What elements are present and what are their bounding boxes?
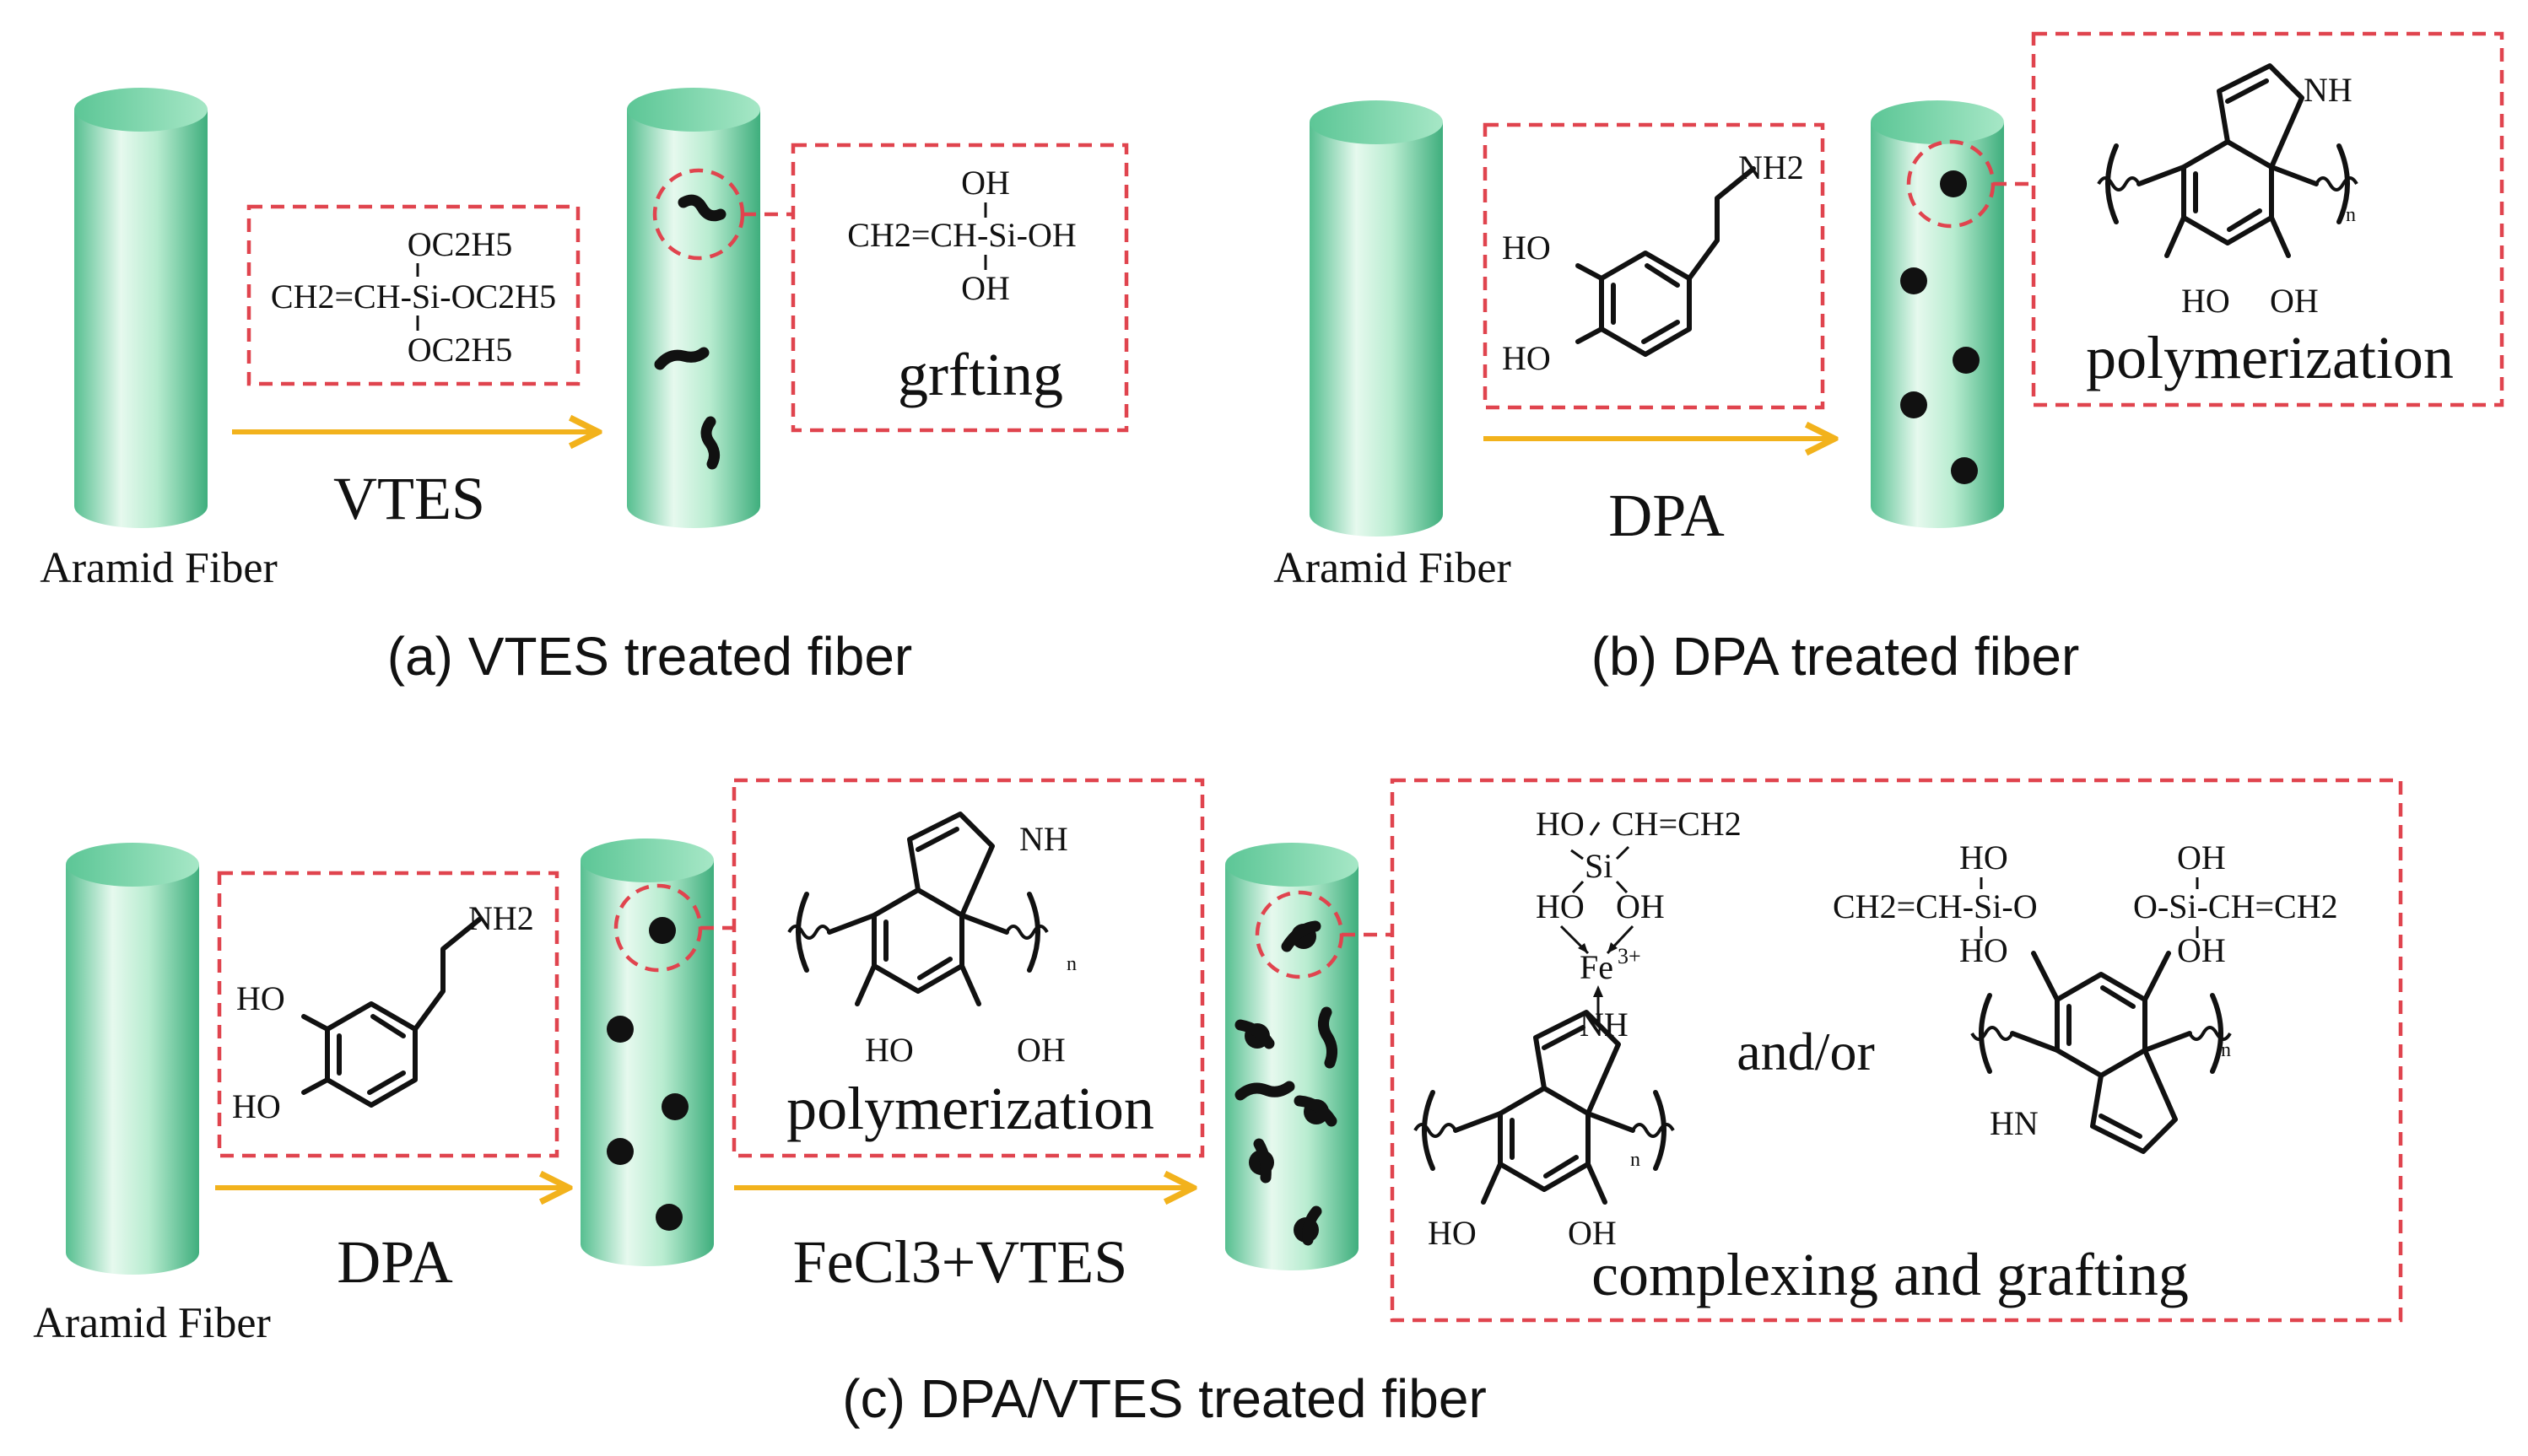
hydroxyl-label: OH	[1616, 887, 1665, 925]
panel-c: Aramid Fiber NH2 HO HO DPA NH n	[33, 778, 2403, 1429]
grafted-chain	[1234, 1081, 1295, 1101]
hydroxyl-label: HO	[865, 1031, 914, 1069]
dopamine-structure	[304, 919, 479, 1105]
repeat-subscript: n	[2221, 1039, 2231, 1061]
pda-particle	[607, 1138, 634, 1165]
iron-label: Fe	[1580, 948, 1613, 986]
reagent-label: DPA	[337, 1228, 452, 1296]
hydroxyl-label: OH	[1568, 1214, 1617, 1252]
panel-caption: (a) VTES treated fiber	[387, 626, 912, 687]
fe-complex: HO CH=CH2 Si HO OH Fe 3+ NH	[1415, 805, 1742, 1252]
repeat-subscript: n	[1067, 953, 1077, 975]
polydopamine-structure	[789, 814, 1047, 1004]
fiber-c-pda	[581, 839, 734, 1266]
hydroxyl-label: HO	[232, 1087, 281, 1125]
fiber-b-treated	[1871, 100, 2034, 528]
polydopamine-box: NH n HO OH polymerization	[732, 778, 1205, 1158]
iron-charge: 3+	[1618, 944, 1641, 968]
panel-b: Aramid Fiber NH2 HO HO DPA NH n	[1273, 31, 2504, 687]
pda-vtes-particle	[1249, 1138, 1274, 1184]
hydroxyl-label: HO	[236, 979, 285, 1017]
dopamine-box: NH2 HO HO	[1483, 122, 1825, 410]
formula-top: OH	[961, 164, 1010, 202]
process-label: complexing and grafting	[1591, 1241, 2189, 1308]
pda-particle	[662, 1093, 689, 1120]
pda-particle	[1953, 347, 1980, 374]
pda-vtes-particle	[1234, 1019, 1275, 1049]
grafted-structure: HO CH2=CH-Si-O HO OH O-Si-CH=CH2 OH	[1833, 839, 2338, 1154]
chain-label: CH2=CH-Si-O	[1833, 887, 2038, 925]
amine-label: NH2	[1738, 148, 1804, 186]
final-chemistry-box: HO CH=CH2 Si HO OH Fe 3+ NH	[1390, 778, 2403, 1323]
pda-particle	[1900, 267, 1927, 294]
hydroxyl-label: HO	[1959, 931, 2008, 969]
process-label: grfting	[898, 341, 1063, 408]
formula-bottom: OC2H5	[408, 331, 512, 369]
repeat-subscript: n	[2346, 204, 2356, 226]
hydroxyl-label: HO	[1502, 229, 1551, 267]
hydroxyl-label: HO	[2181, 282, 2230, 320]
repeat-subscript: n	[1630, 1149, 1640, 1171]
reagent-label: VTES	[333, 465, 485, 532]
fiber-c-final	[1225, 843, 1392, 1270]
inverted-indole	[1970, 951, 2232, 1154]
reagent-label: DPA	[1608, 482, 1724, 549]
vtes-formula-box: OC2H5 CH2=CH-Si-OC2H5 OC2H5	[246, 204, 581, 386]
grafted-chain	[654, 347, 710, 370]
pda-particle	[1900, 391, 1927, 418]
formula-top: OC2H5	[408, 225, 512, 263]
hydroxyl-label: OH	[2270, 282, 2319, 320]
pda-vtes-particle	[1281, 920, 1321, 952]
grafted-chain	[678, 194, 727, 222]
grafted-formula-box: OH CH2=CH-Si-OH OH grfting	[791, 143, 1129, 433]
hydroxyl-label: HO	[1536, 805, 1585, 843]
dopamine-box: NH2 HO HO	[217, 871, 559, 1158]
hydroxyl-label: HO	[1959, 839, 2008, 876]
fiber-a-treated	[627, 88, 793, 528]
polydopamine-structure	[1415, 1012, 1673, 1202]
formula-main: CH2=CH-Si-OC2H5	[271, 278, 556, 315]
imine-label: HN	[1990, 1104, 2039, 1142]
hydroxyl-label: HO	[1428, 1214, 1477, 1252]
imine-label: NH	[1019, 820, 1068, 858]
reagent-label: FeCl3+VTES	[793, 1228, 1128, 1296]
pda-vtes-particle	[1294, 1205, 1322, 1246]
imine-label: NH	[2304, 71, 2352, 109]
process-label: polymerization	[786, 1075, 1154, 1142]
pda-particle	[1940, 170, 1967, 197]
pda-particle	[607, 1016, 634, 1043]
pda-particle	[649, 917, 676, 944]
fiber-b-untreated	[1310, 100, 1443, 537]
hydroxyl-label: OH	[2177, 931, 2226, 969]
hydroxyl-label: OH	[1017, 1031, 1066, 1069]
panel-caption: (c) DPA/VTES treated fiber	[842, 1368, 1487, 1429]
fiber-label: Aramid Fiber	[1273, 544, 1511, 592]
connector-label: and/or	[1737, 1022, 1875, 1081]
imine-label: NH	[1580, 1006, 1629, 1043]
pda-particle	[1951, 457, 1978, 484]
polydopamine-box: NH n HO OH polymerization	[2031, 31, 2504, 407]
dopamine-structure	[1578, 169, 1753, 354]
process-label: polymerization	[2086, 324, 2454, 391]
grafted-chain	[700, 416, 721, 470]
chain-label: O-Si-CH=CH2	[2133, 887, 2338, 925]
hydroxyl-label: HO	[1536, 887, 1585, 925]
grafted-chain	[1318, 1006, 1338, 1069]
panel-caption: (b) DPA treated fiber	[1591, 626, 2080, 687]
fiber-a-untreated	[74, 88, 208, 528]
silicon-label: Si	[1585, 847, 1612, 885]
hydroxyl-label: HO	[1502, 339, 1551, 377]
formula-bottom: OH	[961, 269, 1010, 307]
fiber-label: Aramid Fiber	[33, 1299, 271, 1347]
pda-particle	[656, 1204, 683, 1231]
vinyl-label: CH=CH2	[1612, 805, 1742, 843]
fiber-label: Aramid Fiber	[40, 544, 278, 592]
amine-label: NH2	[468, 899, 534, 937]
hydroxyl-label: OH	[2177, 839, 2226, 876]
formula-main: CH2=CH-Si-OH	[847, 216, 1076, 254]
panel-a: Aramid Fiber OC2H5 CH2=CH-Si-OC2H5 OC2H5…	[40, 88, 1129, 687]
fiber-c-untreated	[66, 843, 199, 1275]
pda-vtes-particle	[1294, 1095, 1337, 1127]
